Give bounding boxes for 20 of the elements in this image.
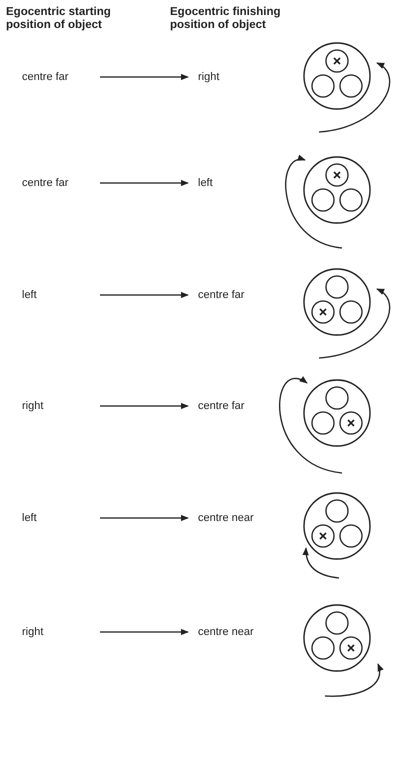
position-label: centre far xyxy=(22,176,98,190)
position-label: right xyxy=(198,70,220,84)
arrow xyxy=(100,180,189,186)
arrow xyxy=(100,74,189,80)
position-label: centre far xyxy=(22,70,98,84)
column-heading: Egocentric starting position of object xyxy=(6,6,112,32)
position-label: centre near xyxy=(198,625,254,639)
position-label: right xyxy=(22,625,98,639)
position-label: centre near xyxy=(198,511,254,525)
arrow xyxy=(100,292,189,298)
column-heading: Egocentric finishing position of object xyxy=(170,6,282,32)
position-label: right xyxy=(22,399,98,413)
arrow xyxy=(100,514,189,522)
arrow xyxy=(100,402,189,410)
position-label: left xyxy=(22,511,98,525)
position-label: centre far xyxy=(198,399,244,413)
arrow xyxy=(100,628,189,636)
position-label: centre far xyxy=(198,288,244,302)
position-label: left xyxy=(198,176,213,190)
position-label: left xyxy=(22,288,98,302)
